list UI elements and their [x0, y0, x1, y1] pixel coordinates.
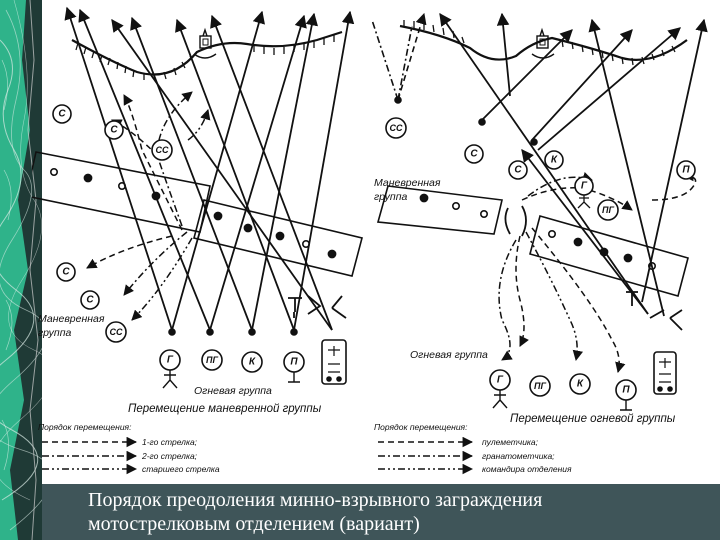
svg-text:К: К [577, 379, 584, 390]
passage-marker [504, 205, 527, 237]
caption-line-1: Порядок преодоления минно-взрывного загр… [88, 489, 543, 511]
right-trench-line [399, 20, 688, 66]
soldier-symbol: СС [385, 117, 407, 139]
svg-text:СС: СС [110, 327, 123, 337]
soldier-symbol: П [676, 160, 696, 180]
soldier-symbol: С [508, 160, 528, 180]
svg-text:ПГ: ПГ [206, 355, 218, 365]
right-panel [371, 12, 708, 395]
fire-symbol: Г [159, 349, 181, 389]
soldier-symbol: К [544, 150, 564, 170]
fire-symbol: К [241, 351, 263, 373]
observation-post-icon [193, 27, 217, 59]
soldier-symbol: СС [105, 321, 127, 343]
left-legend-title: Порядок перемещения: [38, 422, 132, 432]
left-origin-point [248, 328, 256, 336]
soldier-symbol: ПГ [597, 199, 619, 221]
right-legend-title: Порядок перемещения: [374, 422, 468, 432]
soldier-symbol: С [52, 104, 72, 124]
caption-line-2: мотострелковым отделением (вариант) [88, 513, 420, 535]
right-legend-item: гранатометчика; [482, 451, 555, 461]
svg-text:Г: Г [497, 375, 504, 386]
left-maneuver-label: Маневренная [38, 313, 105, 325]
soldier-symbol: С [464, 144, 484, 164]
svg-text:С: С [58, 109, 66, 120]
right-origin-point [530, 138, 538, 146]
right-origin-point [478, 118, 486, 126]
svg-text:С: С [110, 125, 118, 136]
left-weapon-icon [288, 295, 347, 319]
right-minefield-strip-1 [376, 185, 503, 235]
soldier-symbol: С [80, 290, 100, 310]
left-fire-group-label: Огневая группа [194, 385, 272, 397]
left-minefield-strip-1 [32, 151, 211, 233]
left-legend-item: 2-го стрелка; [141, 451, 198, 461]
svg-text:С: С [470, 149, 478, 160]
svg-text:К: К [249, 357, 256, 368]
left-maneuver-label-2: группа [38, 327, 71, 339]
svg-text:С: С [62, 267, 70, 278]
fire-symbol: ПГ [529, 375, 551, 397]
right-legend-item: командира отделения [482, 464, 572, 474]
soldier-symbol: С [104, 120, 124, 140]
right-weapon-icon [626, 291, 683, 331]
right-soldier-symbols: СС С С К Г ПГ П [385, 117, 696, 221]
right-subtitle: Перемещение огневой группы [510, 413, 676, 425]
soldier-symbol: Г [574, 176, 594, 209]
left-legend: Порядок перемещения: 1-го стрелка; 2-го … [38, 422, 220, 475]
svg-text:ПГ: ПГ [602, 205, 614, 215]
left-subtitle: Перемещение маневренной группы [128, 403, 322, 415]
fire-symbol: П [283, 351, 305, 383]
fire-symbol: ПГ [201, 349, 223, 371]
svg-text:ПГ: ПГ [534, 381, 546, 391]
svg-text:П: П [622, 385, 630, 396]
svg-text:Г: Г [167, 355, 174, 366]
right-maneuver-paths [498, 170, 697, 374]
left-legend-item: 1-го стрелка; [142, 437, 198, 447]
left-panel [32, 6, 363, 385]
right-fire-lines [439, 12, 708, 317]
right-maneuver-label: Маневренная [374, 177, 441, 189]
svg-text:С: С [86, 295, 94, 306]
svg-text:П: П [682, 165, 690, 176]
right-maneuver-label-2: группа [374, 191, 407, 203]
right-legend: Порядок перемещения: пулеметчика; гранат… [374, 422, 572, 475]
svg-text:СС: СС [156, 145, 169, 155]
left-vehicle-icon [321, 339, 347, 385]
svg-text:СС: СС [390, 123, 403, 133]
right-path [397, 12, 427, 101]
soldier-symbol: СС [151, 139, 173, 161]
mine-breaching-diagram: С С СС С С СС Г ПГ [32, 6, 708, 475]
left-minefield-strip-2 [193, 199, 363, 277]
caption-bar: Порядок преодоления минно-взрывного загр… [42, 484, 720, 540]
fire-symbol: Г [489, 369, 511, 409]
svg-text:Г: Г [581, 181, 588, 192]
fire-symbol: К [569, 373, 591, 395]
right-path [371, 19, 413, 101]
right-vehicle-icon [653, 351, 677, 395]
left-legend-item: старшего стрелка [142, 464, 220, 474]
right-legend-item: пулеметчика; [482, 437, 539, 447]
left-trench-line [71, 30, 343, 82]
svg-text:С: С [514, 165, 522, 176]
decorative-map-strip [0, 0, 42, 540]
left-origin-point [290, 328, 298, 336]
left-fire-group-symbols: Г ПГ К П [159, 349, 305, 389]
left-origin-point [206, 328, 214, 336]
right-fire-group-label: Огневая группа [410, 349, 488, 361]
left-fire-lines [64, 6, 355, 331]
svg-text:К: К [551, 155, 558, 166]
fire-symbol: П [615, 379, 637, 411]
left-soldier-symbols: С С СС С С СС [52, 104, 173, 343]
soldier-symbol: С [56, 262, 76, 282]
right-fire-group-symbols: Г ПГ К П [489, 369, 637, 411]
svg-text:П: П [290, 357, 298, 368]
left-origin-point [168, 328, 176, 336]
right-minefield-strip-2 [529, 215, 689, 297]
